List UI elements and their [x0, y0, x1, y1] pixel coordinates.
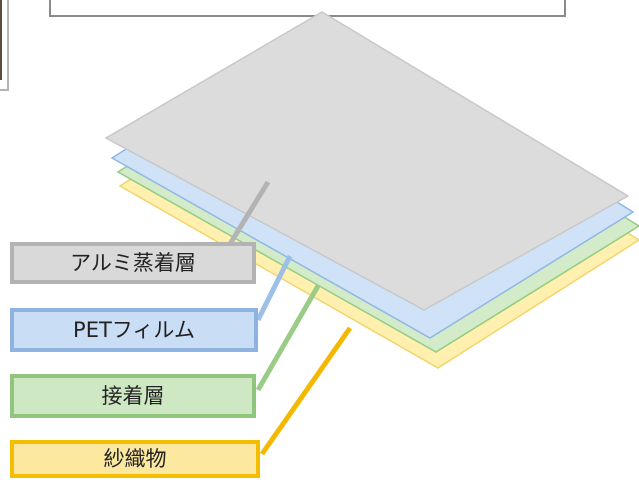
top-image-frame — [49, 0, 566, 17]
adhesive-layer-label: 接着層 — [10, 374, 256, 418]
pet-film-label: PETフィルム — [10, 308, 258, 352]
left-image-content — [0, 0, 2, 80]
fabric-leader-line — [259, 326, 353, 456]
fabric-layer-label: 紗織物 — [10, 440, 260, 478]
aluminum-layer — [104, 11, 630, 311]
aluminum-leader-line — [227, 180, 271, 246]
pet-leader-line — [255, 254, 293, 322]
aluminum-layer-label: アルミ蒸着層 — [10, 242, 256, 284]
left-image-frame — [0, 0, 9, 91]
adhesive-leader-line — [255, 284, 321, 392]
